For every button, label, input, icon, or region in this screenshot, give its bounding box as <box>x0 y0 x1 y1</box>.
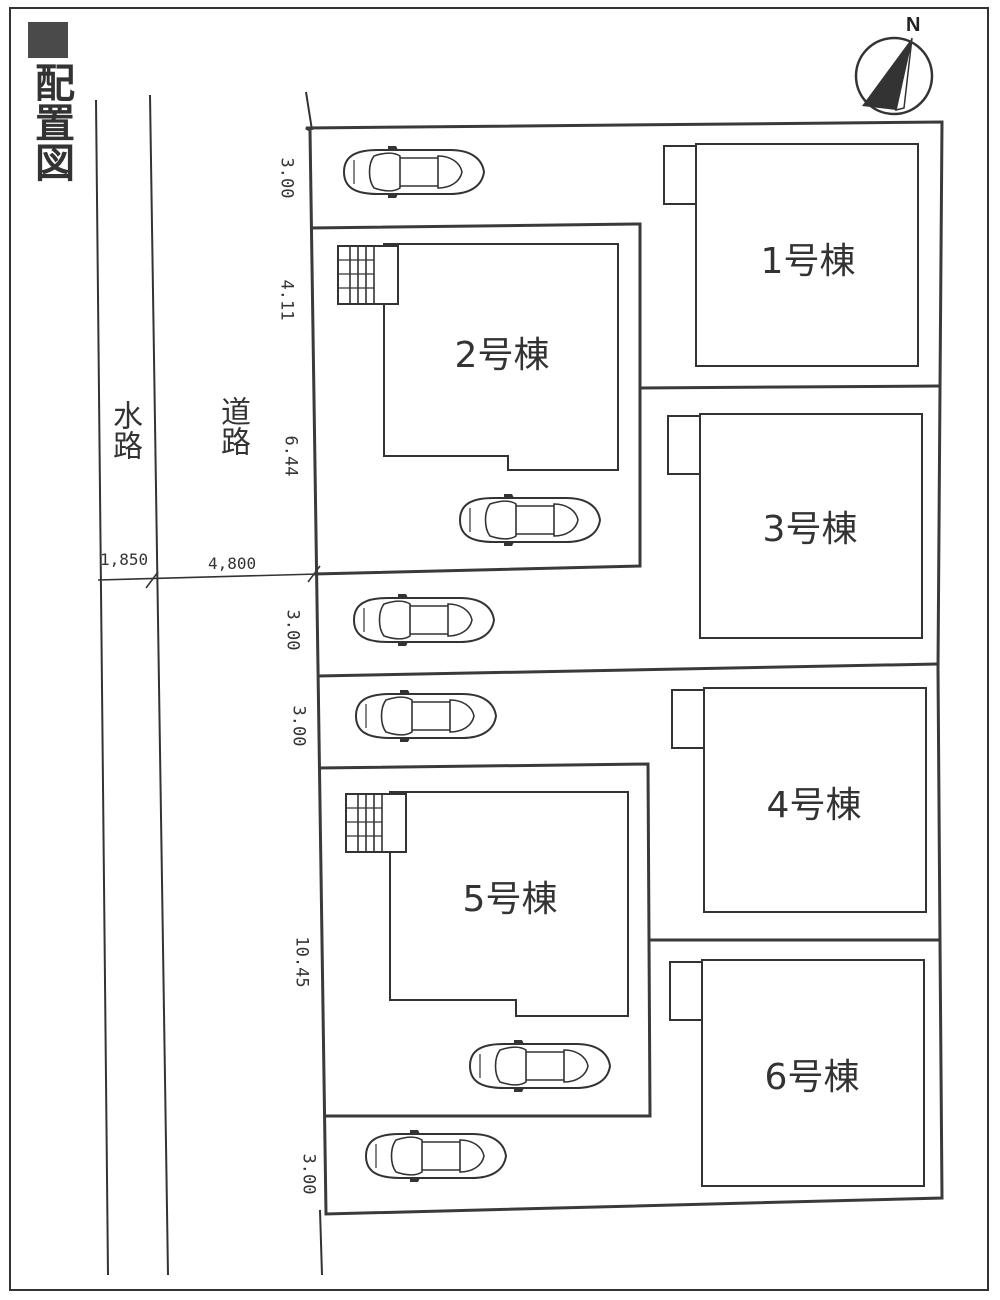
dimension-lot3-front: 3.00 <box>282 609 303 651</box>
lot-1-3-divider <box>639 384 941 390</box>
road-label: 道路 <box>215 396 250 456</box>
waterway-width-label: 1,850 <box>100 550 149 569</box>
plan-title: 配置図 <box>28 62 74 182</box>
house-3-entry <box>667 415 701 475</box>
parking-car-1 <box>343 145 485 199</box>
house-3-footprint <box>699 413 923 639</box>
road-edge-right <box>305 91 313 131</box>
dimension-lot4-front: 3.00 <box>288 705 309 747</box>
house-2-footprint <box>383 243 619 471</box>
waterway-edge-left <box>95 99 109 1276</box>
north-label: N <box>906 14 921 36</box>
waterway-edge-right <box>149 94 169 1276</box>
house-2-label: 2号棟 <box>454 335 550 376</box>
parking-car-5 <box>469 1039 611 1093</box>
house-3-label: 3号棟 <box>762 509 858 550</box>
house-2-stairs <box>337 245 399 305</box>
plan-title-block: 配置図 <box>28 22 78 182</box>
parking-car-6 <box>365 1129 507 1183</box>
dimension-lot1-front: 3.00 <box>276 157 297 199</box>
house-4-label: 4号棟 <box>766 785 862 826</box>
parking-car-3 <box>353 593 495 647</box>
house-4-entry <box>671 689 705 749</box>
house-6-footprint <box>701 959 925 1187</box>
house-5-footprint <box>389 791 629 1017</box>
house-1-footprint <box>695 143 919 367</box>
lot-5-boundary <box>317 762 652 1118</box>
house-1-label: 1号棟 <box>760 241 856 282</box>
dimension-lot6-front: 3.00 <box>298 1153 319 1195</box>
house-6-label: 6号棟 <box>764 1057 860 1098</box>
house-5-label: 5号棟 <box>462 879 558 920</box>
parking-car-4 <box>355 689 497 743</box>
lot-2-boundary <box>309 222 642 576</box>
site-boundary <box>305 120 944 1216</box>
house-1-entry <box>663 145 697 205</box>
parking-car-2 <box>459 493 601 547</box>
compass-icon <box>854 36 934 116</box>
page-frame <box>9 7 989 1291</box>
road-edge-lower <box>319 1209 323 1276</box>
waterway-label: 水路 <box>107 400 142 460</box>
lot-3-4-divider <box>317 662 939 678</box>
house-4-footprint <box>703 687 927 913</box>
title-marker-square <box>28 22 68 58</box>
dimension-lot2-lower: 6.44 <box>280 435 301 477</box>
house-6-entry <box>669 961 703 1021</box>
house-5-stairs <box>345 793 407 853</box>
road-width-label: 4,800 <box>208 554 257 573</box>
dimension-lot2-upper: 4.11 <box>276 279 297 321</box>
dimension-lot5-front: 10.45 <box>291 936 312 988</box>
width-dimension-line <box>97 573 319 581</box>
